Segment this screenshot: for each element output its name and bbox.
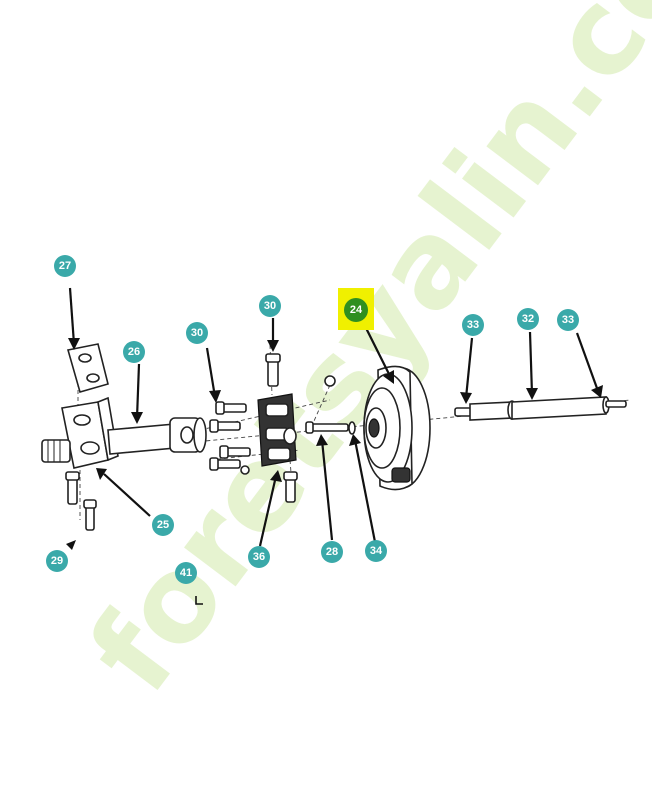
svg-text:28: 28: [326, 546, 338, 558]
svg-text:29: 29: [51, 555, 63, 567]
callout-30-left: 30: [186, 322, 208, 344]
svg-text:27: 27: [59, 260, 71, 272]
leader-arrows: [66, 287, 603, 550]
callout-24-highlighted: 24: [338, 288, 374, 330]
callout-33-right: 33: [557, 309, 579, 331]
svg-text:36: 36: [253, 551, 265, 563]
callout-41: 41: [175, 562, 197, 584]
svg-text:32: 32: [522, 313, 534, 325]
part-41-small-pin: [195, 596, 203, 605]
callout-27: 27: [54, 255, 76, 277]
svg-text:33: 33: [562, 314, 574, 326]
part-27-bracket: [66, 343, 109, 393]
part-32-33-shaft-assembly: [454, 396, 627, 421]
callout-25: 25: [152, 514, 174, 536]
part-26-shaft: [107, 417, 207, 455]
callout-33-left: 33: [462, 314, 484, 336]
watermark: foretsyalin.com: [62, 0, 652, 717]
part-24-pulley: [363, 365, 431, 491]
callout-32: 32: [517, 308, 539, 330]
part-34-ring: [348, 421, 356, 435]
svg-text:30: 30: [264, 300, 276, 312]
small-nuts: [240, 375, 336, 475]
splined-shaft-end: [41, 439, 71, 463]
callout-34: 34: [365, 540, 387, 562]
svg-text:34: 34: [370, 545, 383, 557]
callout-28: 28: [321, 541, 343, 563]
svg-text:33: 33: [467, 319, 479, 331]
part-28-pin: [305, 421, 349, 434]
callouts: 27 26 30 30 24 33 32 33: [46, 255, 579, 584]
callout-26: 26: [123, 341, 145, 363]
svg-text:25: 25: [157, 519, 169, 531]
part-36-coupling: [257, 393, 297, 467]
callout-29: 29: [46, 550, 68, 572]
watermark-text: foretsyalin.com: [62, 0, 652, 717]
bolts: [65, 353, 298, 531]
svg-text:24: 24: [350, 304, 363, 316]
svg-text:30: 30: [191, 327, 203, 339]
svg-text:26: 26: [128, 346, 140, 358]
svg-text:41: 41: [180, 567, 192, 579]
callout-30-top: 30: [259, 295, 281, 317]
callout-36: 36: [248, 546, 270, 568]
part-25-housing: [61, 396, 119, 469]
